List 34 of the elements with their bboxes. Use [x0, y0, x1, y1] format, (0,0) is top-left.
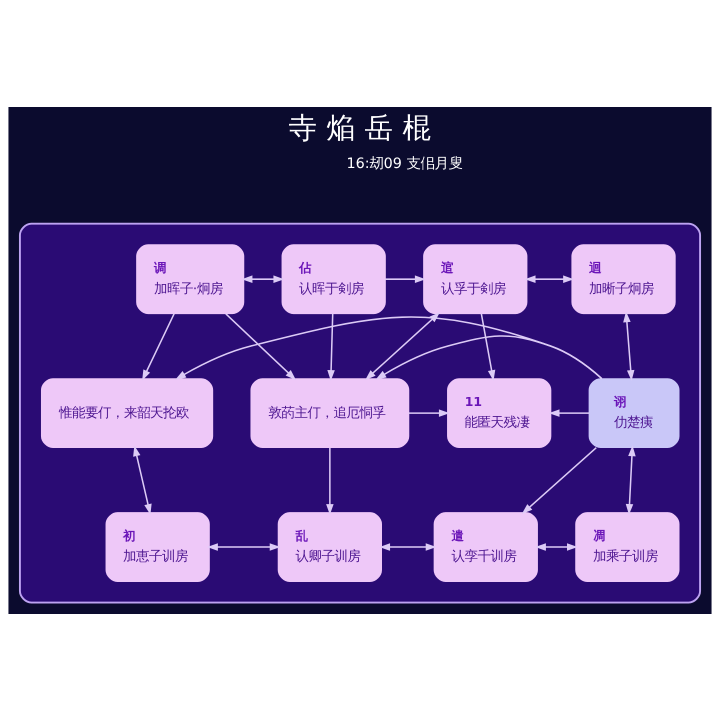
arrow	[522, 446, 597, 514]
arrow	[326, 447, 334, 514]
arrow	[376, 334, 602, 380]
arrow	[242, 274, 284, 282]
node-box: 11 能匿天残凄	[447, 378, 552, 448]
node-box: 调 加晖子·炯房	[136, 244, 244, 314]
node-box: 逭 认孚于剣房	[423, 244, 528, 314]
arrow	[408, 408, 450, 416]
node-box: 迴 加晰子炯房	[571, 244, 676, 314]
arrow	[225, 312, 296, 380]
node-box: 遣 认孪千训房	[434, 512, 538, 582]
node-box: 佔 认晖于剣房	[282, 244, 386, 314]
node-box: 惟能要仃，来韶天抡欧	[40, 378, 214, 448]
cluster	[18, 222, 702, 603]
arrow	[524, 274, 574, 282]
arrow	[548, 408, 589, 416]
arrow	[207, 542, 280, 550]
node-box: 初 加恵子训房	[106, 512, 210, 582]
arrow	[623, 311, 634, 380]
diagram-title: 寺 焔 岳 棍	[288, 110, 432, 144]
arrow	[535, 542, 578, 550]
node-box: 敦菂主仃，追厄恫孚	[250, 378, 410, 448]
arrow	[480, 313, 496, 380]
arrow	[327, 313, 335, 380]
arrow	[175, 316, 602, 380]
node-box: 凋 加乘子训房	[575, 512, 680, 582]
arrow	[385, 274, 426, 282]
arrow	[133, 444, 152, 514]
node-box: 乱 认卿子训房	[278, 512, 382, 582]
node-box: 诩 仂楚痍	[588, 378, 680, 448]
arrow	[379, 542, 436, 550]
arrow	[626, 444, 636, 514]
label: 16:刼09 支佀月叟	[346, 156, 462, 172]
arrow	[142, 312, 175, 380]
